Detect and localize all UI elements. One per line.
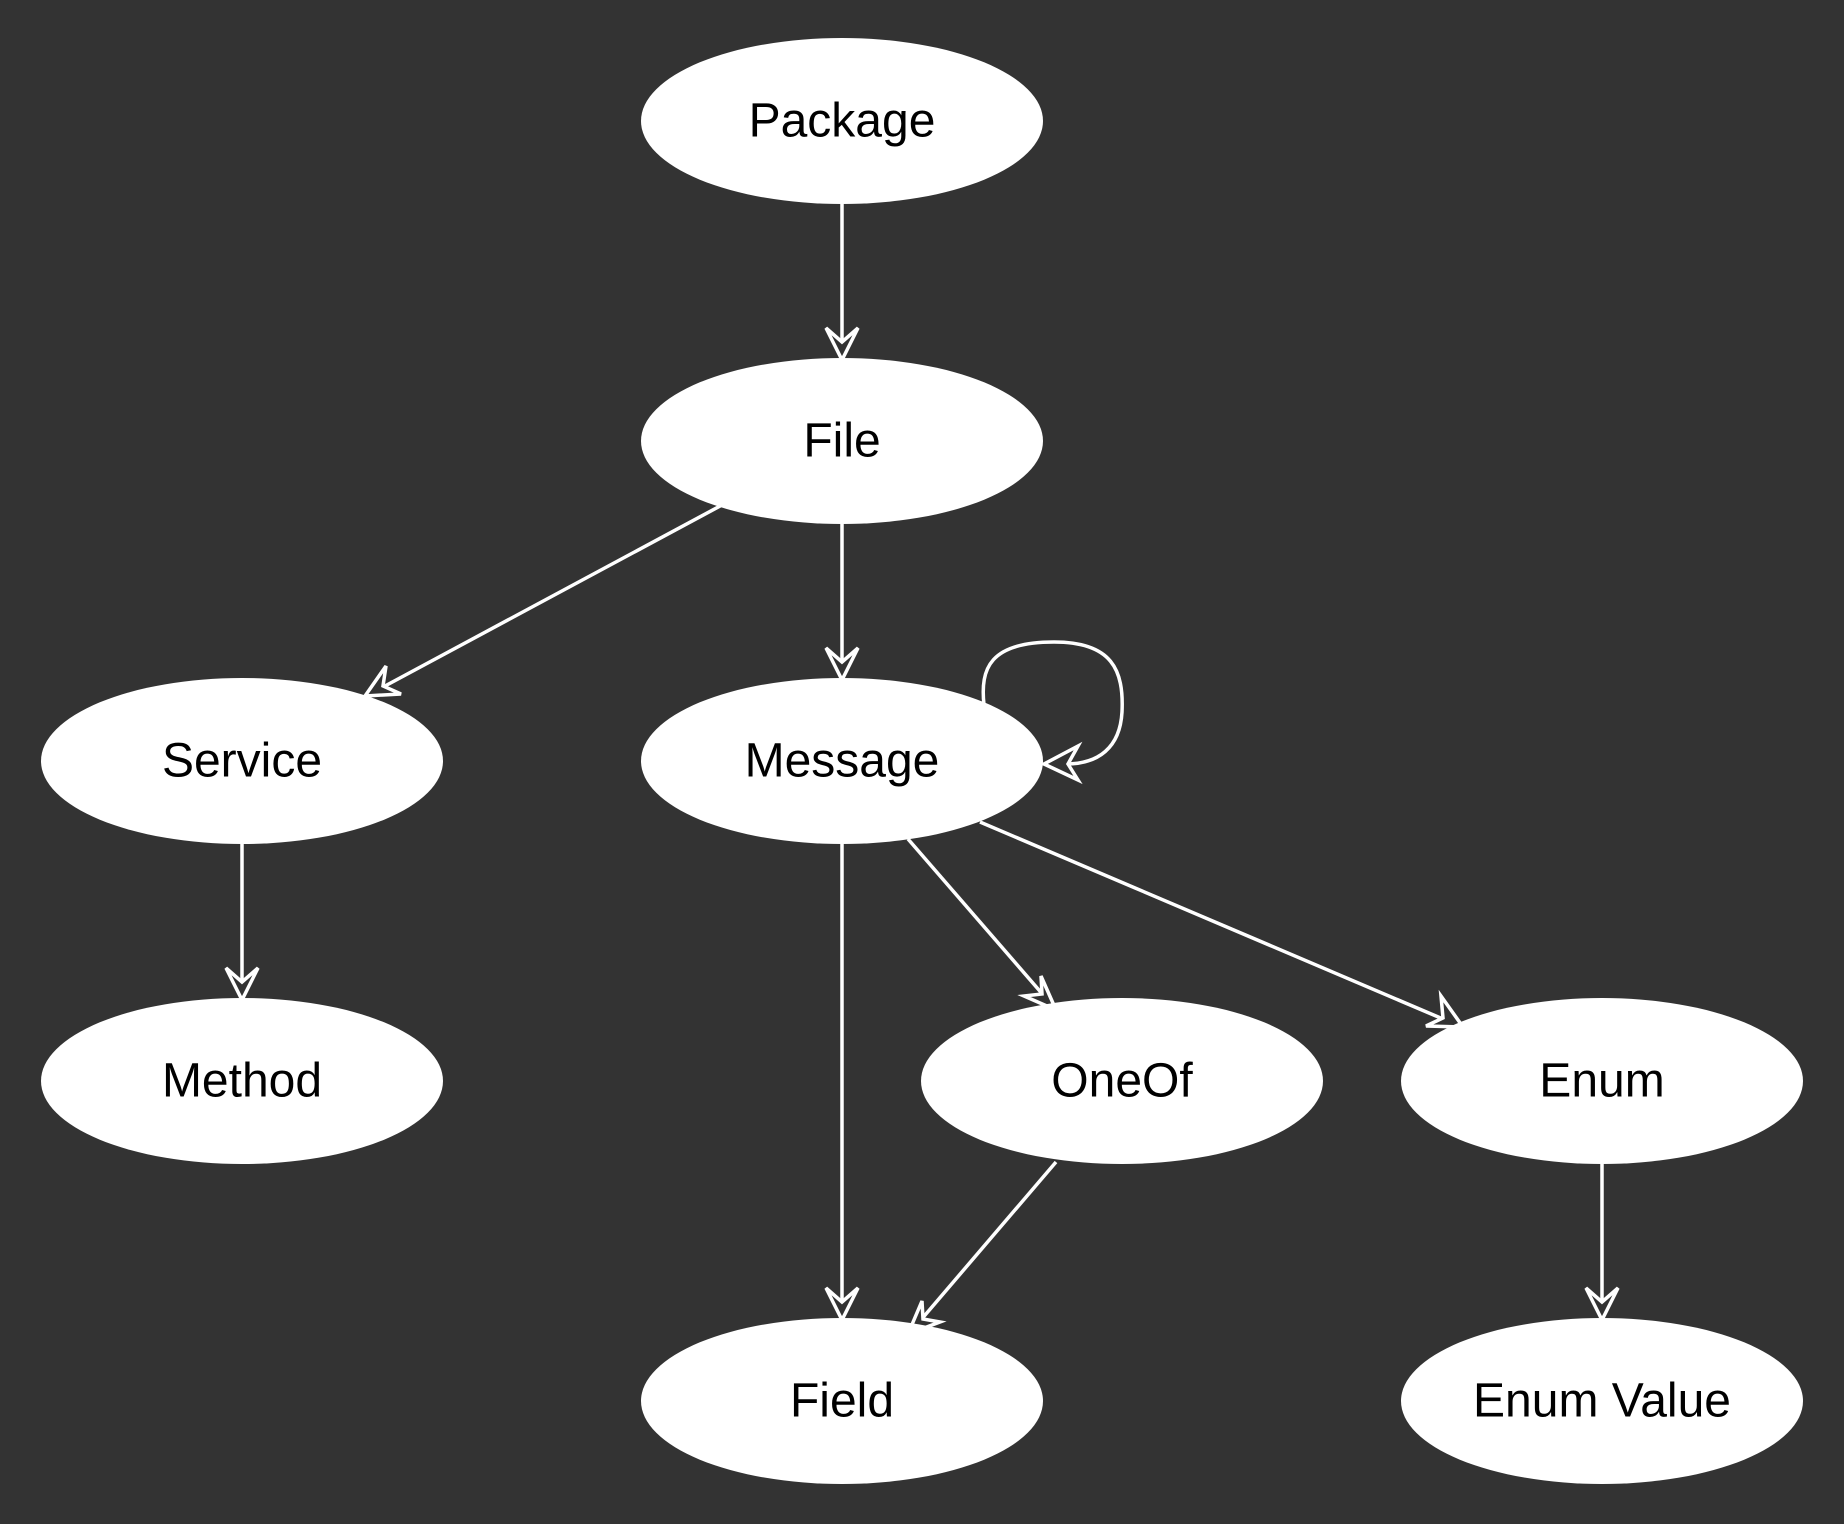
arrowhead: [1425, 989, 1467, 1029]
edge-message-self-loop: [981, 640, 1124, 785]
arrowhead: [1040, 741, 1083, 785]
edge-message-to-field: [824, 844, 860, 1324]
edge-package-to-file: [824, 204, 860, 364]
arrowhead: [824, 1286, 860, 1324]
node-enum[interactable]: Enum: [1401, 998, 1803, 1164]
edges: [224, 204, 1620, 1338]
node-label: Message: [745, 735, 940, 788]
node-service[interactable]: Service: [41, 678, 443, 844]
node-label: Enum: [1539, 1055, 1664, 1108]
arrowhead: [824, 646, 860, 684]
node-file[interactable]: File: [641, 358, 1043, 524]
arrowhead: [1017, 975, 1060, 1014]
nodes: Package File Service Message Method OneO…: [41, 38, 1803, 1484]
edge-enum-to-enum-value: [1584, 1164, 1620, 1324]
node-package[interactable]: Package: [641, 38, 1043, 204]
node-label: Enum Value: [1473, 1375, 1731, 1428]
node-message[interactable]: Message: [641, 678, 1043, 844]
node-enum-value[interactable]: Enum Value: [1401, 1318, 1803, 1484]
node-label: OneOf: [1051, 1055, 1193, 1108]
node-oneof[interactable]: OneOf: [921, 998, 1323, 1164]
node-method[interactable]: Method: [41, 998, 443, 1164]
edge-file-to-service: [361, 503, 723, 698]
arrowhead: [1584, 1286, 1620, 1324]
edge-message-to-oneof: [906, 837, 1060, 1014]
node-label: Service: [162, 735, 322, 788]
node-field[interactable]: Field: [641, 1318, 1043, 1484]
arrowhead: [824, 326, 860, 364]
node-label: Package: [749, 95, 936, 148]
node-label: Method: [162, 1055, 322, 1108]
node-label: Field: [790, 1375, 894, 1428]
arrowhead: [361, 664, 402, 698]
edge-message-to-enum: [979, 820, 1467, 1029]
arrowhead: [224, 966, 260, 1004]
node-label: File: [803, 415, 880, 468]
edge-service-to-method: [224, 844, 260, 1004]
edge-file-to-message: [824, 524, 860, 684]
